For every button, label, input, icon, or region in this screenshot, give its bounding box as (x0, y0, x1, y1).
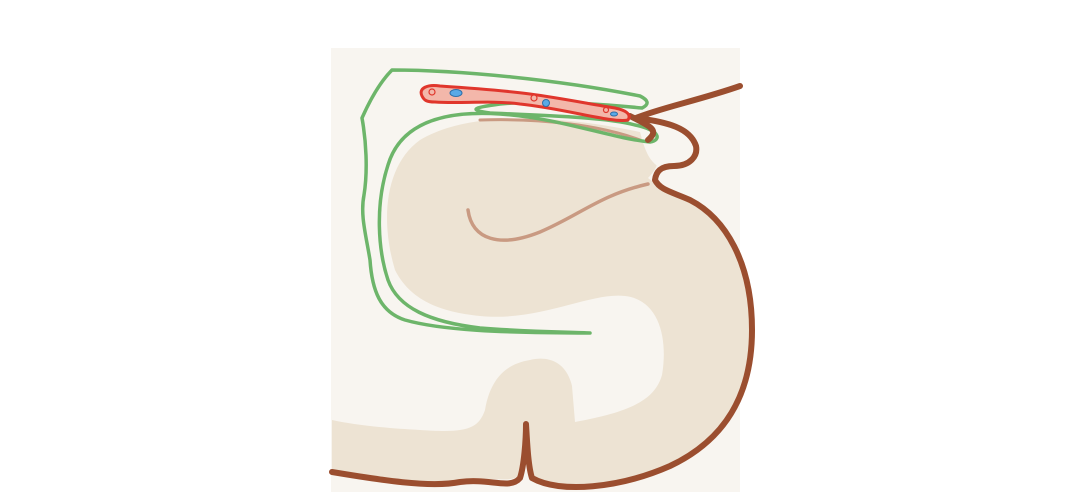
tissue-outline-flap (627, 113, 657, 143)
vessel-cell-3 (602, 106, 610, 114)
membrane-outline (360, 68, 659, 335)
tissue-outline-bottom (329, 83, 755, 491)
vessel-body (419, 84, 631, 122)
vessel-lumen-3 (610, 111, 618, 117)
vessel-lumen-1 (449, 89, 463, 97)
inner-fold (466, 182, 650, 242)
vessel-lumen-2 (542, 99, 550, 107)
tissue-mass (332, 118, 752, 486)
blood-vessel (419, 84, 631, 122)
vessel-cell-2 (530, 94, 538, 102)
vessel-cell-1 (428, 88, 436, 96)
